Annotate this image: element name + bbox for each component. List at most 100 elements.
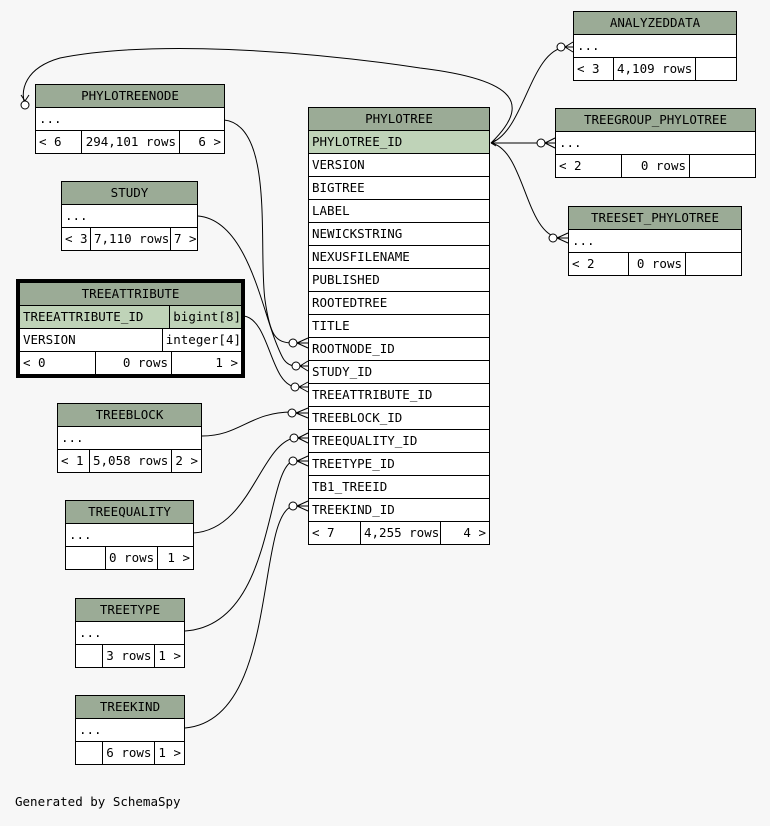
table-study[interactable]: STUDY ... < 3 7,110 rows 7 >: [61, 181, 198, 251]
edge-treetype-fk: [184, 460, 294, 632]
table-footer: < 3 4,109 rows: [574, 58, 736, 80]
table-body: ...: [62, 205, 197, 228]
table-treequality[interactable]: TREEQUALITY ... 0 rows 1 >: [65, 500, 194, 570]
children-count[interactable]: 4 >: [463, 525, 486, 540]
column-row[interactable]: TREETYPE_ID: [309, 453, 489, 476]
column-row[interactable]: TREEATTRIBUTE_ID bigint[8]: [20, 306, 241, 329]
edge-phylotreenode-rootnode: [223, 119, 294, 344]
column-row[interactable]: TREEBLOCK_ID: [309, 407, 489, 430]
parents-count[interactable]: < 1: [58, 450, 90, 472]
table-footer: < 6 294,101 rows 6 >: [36, 131, 224, 153]
edge-treeblock-fk: [201, 411, 293, 437]
parents-count[interactable]: < 7: [309, 522, 361, 544]
row-count: 3 rows: [103, 645, 156, 667]
table-body: ...: [76, 719, 184, 742]
column-row[interactable]: TITLE: [309, 315, 489, 338]
table-footer: < 0 0 rows 1 >: [20, 352, 241, 374]
children-count[interactable]: 2 >: [175, 453, 198, 468]
row-count: 0 rows: [622, 155, 690, 177]
table-title[interactable]: STUDY: [62, 182, 197, 205]
crows-foot: [556, 232, 569, 244]
table-footer: < 2 0 rows: [569, 253, 741, 275]
column-row[interactable]: VERSION: [309, 154, 489, 177]
row-count: 7,110 rows: [91, 228, 171, 250]
column-row[interactable]: TREEQUALITY_ID: [309, 430, 489, 453]
column-row[interactable]: BIGTREE: [309, 177, 489, 200]
table-title[interactable]: TREEGROUP_PHYLOTREE: [556, 109, 755, 132]
table-title[interactable]: TREEKIND: [76, 696, 184, 719]
table-treeset-phylotree[interactable]: TREESET_PHYLOTREE ... < 2 0 rows: [568, 206, 742, 276]
column-row[interactable]: TB1_TREEID: [309, 476, 489, 499]
table-title[interactable]: PHYLOTREE: [309, 108, 489, 131]
column-row[interactable]: ROOTNODE_ID: [309, 338, 489, 361]
edge-treequality-fk: [192, 437, 295, 534]
row-count: 294,101 rows: [82, 131, 180, 153]
table-treeattribute[interactable]: TREEATTRIBUTE TREEATTRIBUTE_ID bigint[8]…: [16, 279, 245, 378]
crows-foot: [297, 432, 309, 444]
column-row[interactable]: LABEL: [309, 200, 489, 223]
table-title[interactable]: TREEATTRIBUTE: [20, 283, 241, 306]
children-count[interactable]: 1 >: [158, 745, 181, 760]
table-treeblock[interactable]: TREEBLOCK ... < 1 5,058 rows 2 >: [57, 403, 202, 473]
children-count[interactable]: 1 >: [215, 355, 238, 370]
generated-by-label: Generated by SchemaSpy: [15, 794, 181, 809]
table-body: ...: [58, 427, 201, 450]
children-count[interactable]: 1 >: [167, 550, 190, 565]
edge-end-circle: [290, 382, 300, 392]
column-row[interactable]: STUDY_ID: [309, 361, 489, 384]
parents-count[interactable]: < 3: [574, 58, 614, 80]
table-footer: < 2 0 rows: [556, 155, 755, 177]
edge-end-circle: [287, 408, 297, 418]
children-count[interactable]: 7 >: [174, 231, 197, 246]
table-footer: 3 rows 1 >: [76, 645, 184, 667]
table-title[interactable]: ANALYZEDDATA: [574, 12, 736, 35]
edge-end-circle: [288, 456, 298, 466]
edge-end-circle: [289, 433, 299, 443]
parents-count[interactable]: < 6: [36, 131, 82, 153]
column-type: integer[4]: [165, 332, 241, 347]
table-title[interactable]: TREEQUALITY: [66, 501, 193, 524]
parents-count[interactable]: < 0: [20, 352, 96, 374]
table-phylotreenode[interactable]: PHYLOTREENODE ... < 6 294,101 rows 6 >: [35, 84, 225, 154]
column-row[interactable]: PUBLISHED: [309, 269, 489, 292]
edge-end-circle: [536, 138, 546, 148]
table-body: ...: [556, 132, 755, 155]
table-treegroup-phylotree[interactable]: TREEGROUP_PHYLOTREE ... < 2 0 rows: [555, 108, 756, 178]
table-body: ...: [66, 524, 193, 547]
parents-count[interactable]: < 2: [569, 253, 629, 275]
column-row[interactable]: NEXUSFILENAME: [309, 246, 489, 269]
table-treekind[interactable]: TREEKIND ... 6 rows 1 >: [75, 695, 185, 765]
parents-count: [66, 547, 106, 569]
children-count[interactable]: 1 >: [158, 648, 181, 663]
table-title[interactable]: TREEBLOCK: [58, 404, 201, 427]
edge-phylotree-treeset: [490, 142, 561, 239]
table-analyzeddata[interactable]: ANALYZEDDATA ... < 3 4,109 rows: [573, 11, 737, 81]
parents-count[interactable]: < 2: [556, 155, 622, 177]
row-count: 6 rows: [103, 742, 156, 764]
edge-treekind-fk: [184, 505, 294, 729]
crows-foot: [544, 137, 556, 149]
row-count: 4,109 rows: [614, 58, 696, 80]
column-row[interactable]: TREEATTRIBUTE_ID: [309, 384, 489, 407]
edge-end-circle: [291, 361, 301, 371]
column-row[interactable]: NEWICKSTRING: [309, 223, 489, 246]
children-count: [690, 155, 755, 177]
children-count: [686, 253, 741, 275]
column-row[interactable]: VERSION integer[4]: [20, 329, 241, 352]
children-count: [696, 58, 736, 80]
table-treetype[interactable]: TREETYPE ... 3 rows 1 >: [75, 598, 185, 668]
column-row[interactable]: TREEKIND_ID: [309, 499, 489, 522]
column-name: TREEATTRIBUTE_ID: [20, 306, 171, 328]
column-row[interactable]: ROOTEDTREE: [309, 292, 489, 315]
children-count[interactable]: 6 >: [198, 134, 221, 149]
table-title[interactable]: TREESET_PHYLOTREE: [569, 207, 741, 230]
column-row[interactable]: PHYLOTREE_ID: [309, 131, 489, 154]
table-title[interactable]: TREETYPE: [76, 599, 184, 622]
parents-count[interactable]: < 3: [62, 228, 91, 250]
table-title[interactable]: PHYLOTREENODE: [36, 85, 224, 108]
crows-foot: [298, 381, 309, 393]
row-count: 0 rows: [106, 547, 158, 569]
edge-end-circle: [556, 42, 566, 52]
